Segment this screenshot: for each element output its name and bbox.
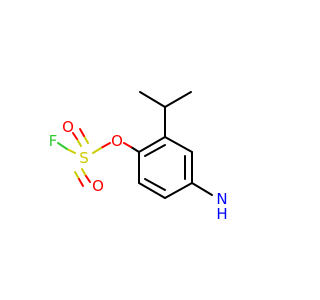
bond-ring-amine (191, 182, 213, 196)
bond-sulfur-oxygen-top-a1 (76, 138, 82, 147)
bond-ring-ester-o-oxygen (123, 142, 132, 148)
bond-sulfur-oxygen-top-b2 (79, 128, 85, 137)
bond-ring-c5-c6-double (144, 178, 166, 191)
bond-ring-c1-c2-double (144, 144, 166, 157)
bond-ester-o-sulfur-sulfur (92, 147, 102, 154)
atom-oxygen-bottom: O (92, 177, 104, 195)
bond-ring-c1-c2 (138, 136, 166, 153)
bond-sulfur-oxygen-bottom-b1 (74, 171, 80, 180)
bond-sulfur-fluorine-sulfur (66, 148, 76, 154)
atom-amine-hydrogen: H (216, 205, 227, 223)
bond-sulfur-oxygen-bottom-a2 (85, 175, 91, 183)
atom-oxygen-ester: O (111, 132, 123, 150)
bond-isopropyl-ch-methyl-right (164, 91, 192, 108)
atom-oxygen-top: O (62, 118, 74, 136)
bond-ring-c4-c5 (164, 182, 193, 199)
bond-sulfur-oxygen-top-a2 (72, 132, 78, 140)
bond-sulfur-oxygen-top-b1 (83, 135, 89, 144)
bond-isopropyl-ch-methyl-left (139, 91, 166, 108)
molecule-structure: F S O O O N H (49, 91, 228, 223)
atom-labels-group: F S O O O N H (49, 118, 228, 223)
bond-sulfur-fluorine-fluorine (57, 142, 68, 150)
molecule-diagram: F S O O O N H (49, 91, 228, 223)
atom-sulfur: S (79, 149, 89, 167)
bonds-group (57, 91, 213, 199)
bond-sulfur-oxygen-bottom-b2 (78, 178, 84, 187)
bond-ring-c2-c3 (164, 136, 193, 153)
bond-sulfur-oxygen-bottom-a1 (81, 168, 87, 177)
bond-ring-c5-c6 (138, 182, 166, 199)
atom-fluorine: F (49, 132, 58, 150)
atom-amine-nitrogen: N (216, 190, 227, 208)
bond-ester-o-sulfur-oxygen (100, 142, 111, 149)
bond-ring-ester-o-carbon (130, 146, 140, 153)
